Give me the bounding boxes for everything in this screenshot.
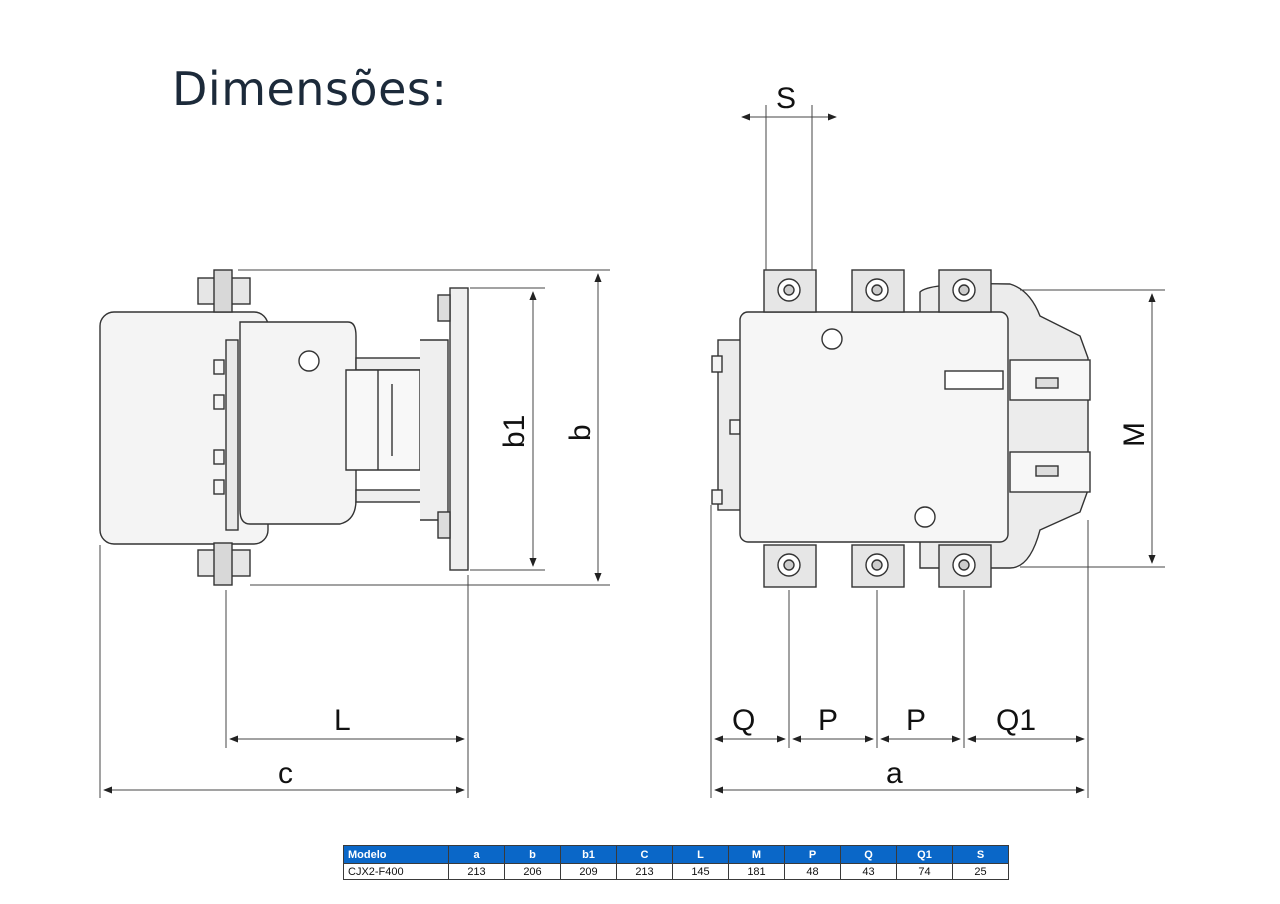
label-M: M [1118, 422, 1151, 447]
label-b1: b1 [498, 415, 531, 448]
mounting-plate [225, 339, 239, 531]
table-header-cell: Q1 [896, 845, 953, 864]
page-title: Dimensões: [172, 62, 448, 116]
din-rail-plate [449, 287, 469, 571]
table-header-cell: M [728, 845, 785, 864]
contact-block [239, 321, 357, 525]
table-cell: 209 [560, 863, 617, 880]
table-cell: 74 [896, 863, 953, 880]
table-header-cell: S [952, 845, 1009, 864]
bottom-terminals [763, 544, 992, 588]
label-b: b [564, 424, 597, 441]
indicator-slot [944, 370, 1004, 390]
label-L: L [334, 704, 351, 737]
table-cell: 213 [448, 863, 505, 880]
table-header-cell: Q [840, 845, 897, 864]
table-header-cell: b [504, 845, 561, 864]
table-header-cell: b1 [560, 845, 617, 864]
table-cell: 181 [728, 863, 785, 880]
table-cell: 145 [672, 863, 729, 880]
table-header-cell: P [784, 845, 841, 864]
label-Q: Q [732, 704, 755, 737]
top-terminals [763, 269, 992, 313]
label-S: S [776, 82, 796, 115]
label-Q1: Q1 [996, 704, 1036, 737]
front-dimensions [710, 105, 1165, 798]
contactor-body [739, 311, 1009, 543]
front-hole-top [821, 328, 843, 350]
dimensions-table: Modelo a b b1 C L M P Q Q1 S CJX2-F400 2… [343, 845, 1009, 880]
label-P-right: P [906, 704, 926, 737]
table-header-cell: Modelo [343, 845, 449, 864]
label-a: a [886, 757, 903, 790]
table-cell: 48 [784, 863, 841, 880]
table-cell: CJX2-F400 [343, 863, 449, 880]
table-header-cell: a [448, 845, 505, 864]
dimension-drawing: c L b1 b [99, 82, 1165, 798]
side-view [99, 269, 469, 586]
label-c: c [278, 757, 293, 790]
table-header-row: Modelo a b b1 C L M P Q Q1 S [343, 845, 1009, 864]
table-header-cell: C [616, 845, 673, 864]
table-cell: 206 [504, 863, 561, 880]
table-row: CJX2-F400 213 206 209 213 145 181 48 43 … [343, 863, 1009, 880]
mount-hole [298, 350, 320, 372]
side-dimensions [99, 269, 610, 798]
label-P-left: P [818, 704, 838, 737]
table-cell: 213 [616, 863, 673, 880]
front-view [711, 269, 1091, 588]
front-hole-bottom [914, 506, 936, 528]
table-cell: 43 [840, 863, 897, 880]
table-header-cell: L [672, 845, 729, 864]
table-cell: 25 [952, 863, 1009, 880]
